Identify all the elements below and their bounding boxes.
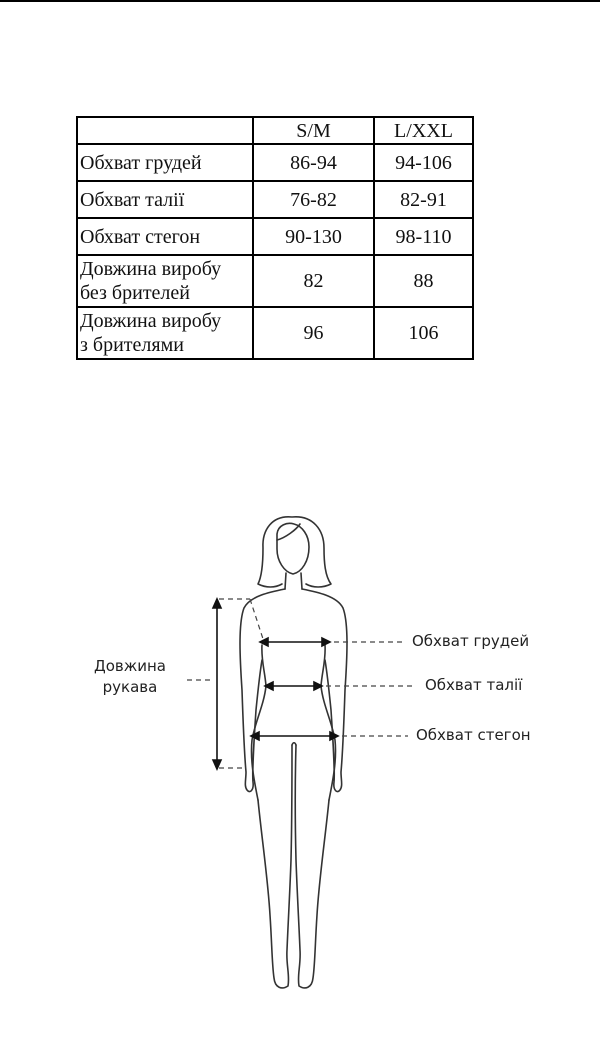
row-label-chest: Обхват грудей (76, 143, 254, 182)
neck-outline (284, 572, 303, 590)
label-line: Довжина виробу (80, 310, 222, 332)
sleeve-top-diag (249, 598, 265, 643)
cell-chest-lxxl: 94-106 (373, 143, 474, 182)
top-divider (0, 0, 600, 2)
cell-hips-lxxl: 98-110 (373, 217, 474, 256)
cell-length-with-straps-sm: 96 (252, 306, 375, 360)
right-leg (294, 744, 330, 989)
sleeve-label-line: рукава (102, 678, 158, 696)
cell-length-no-straps-sm: 82 (252, 254, 375, 308)
cell-chest-sm: 86-94 (252, 143, 375, 182)
cell-waist-sm: 76-82 (252, 180, 375, 219)
size-table: S/M L/XXL Обхват грудей 86-94 94-106 Обх… (76, 116, 474, 360)
row-label-waist: Обхват талії (76, 180, 254, 219)
table-row: Обхват талії 76-82 82-91 (76, 180, 474, 219)
arrow-head (249, 730, 260, 742)
table-header-row: S/M L/XXL (76, 116, 474, 145)
label-line: Довжина виробу (80, 258, 222, 280)
left-torso (250, 644, 267, 801)
label-line: без брителей (80, 282, 190, 304)
female-body-outline-icon (187, 516, 416, 989)
cell-waist-lxxl: 82-91 (373, 180, 474, 219)
sleeve-label-line: Довжина (94, 657, 166, 675)
arrow-head (313, 680, 324, 692)
table-row: Обхват стегон 90-130 98-110 (76, 217, 474, 256)
header-size-lxxl: L/XXL (373, 116, 474, 145)
hair-fringe (276, 523, 301, 541)
hips-label: Обхват стегон (416, 726, 531, 744)
right-shoulder-arm (301, 588, 348, 793)
arrow-head (321, 636, 332, 648)
face-outline (276, 522, 310, 575)
cell-hips-sm: 90-130 (252, 217, 375, 256)
arrow-head (211, 597, 223, 609)
crotch-line (291, 741, 297, 746)
left-shoulder-arm (239, 588, 286, 793)
header-empty (76, 116, 254, 145)
waist-label: Обхват талії (425, 676, 523, 694)
right-torso (320, 644, 337, 801)
header-size-sm: S/M (252, 116, 375, 145)
cell-length-no-straps-lxxl: 88 (373, 254, 474, 308)
hair-outline (257, 516, 332, 588)
left-leg (257, 744, 293, 989)
arrow-head (329, 730, 340, 742)
arrow-head (211, 759, 223, 771)
arrow-head (263, 680, 274, 692)
table-row: Обхват грудей 86-94 94-106 (76, 143, 474, 182)
row-label-hips: Обхват стегон (76, 217, 254, 256)
cell-length-with-straps-lxxl: 106 (373, 306, 474, 360)
sleeve-length-label: Довжина рукава (80, 656, 180, 698)
label-line: з брителями (80, 334, 184, 356)
chest-label: Обхват грудей (412, 632, 530, 650)
